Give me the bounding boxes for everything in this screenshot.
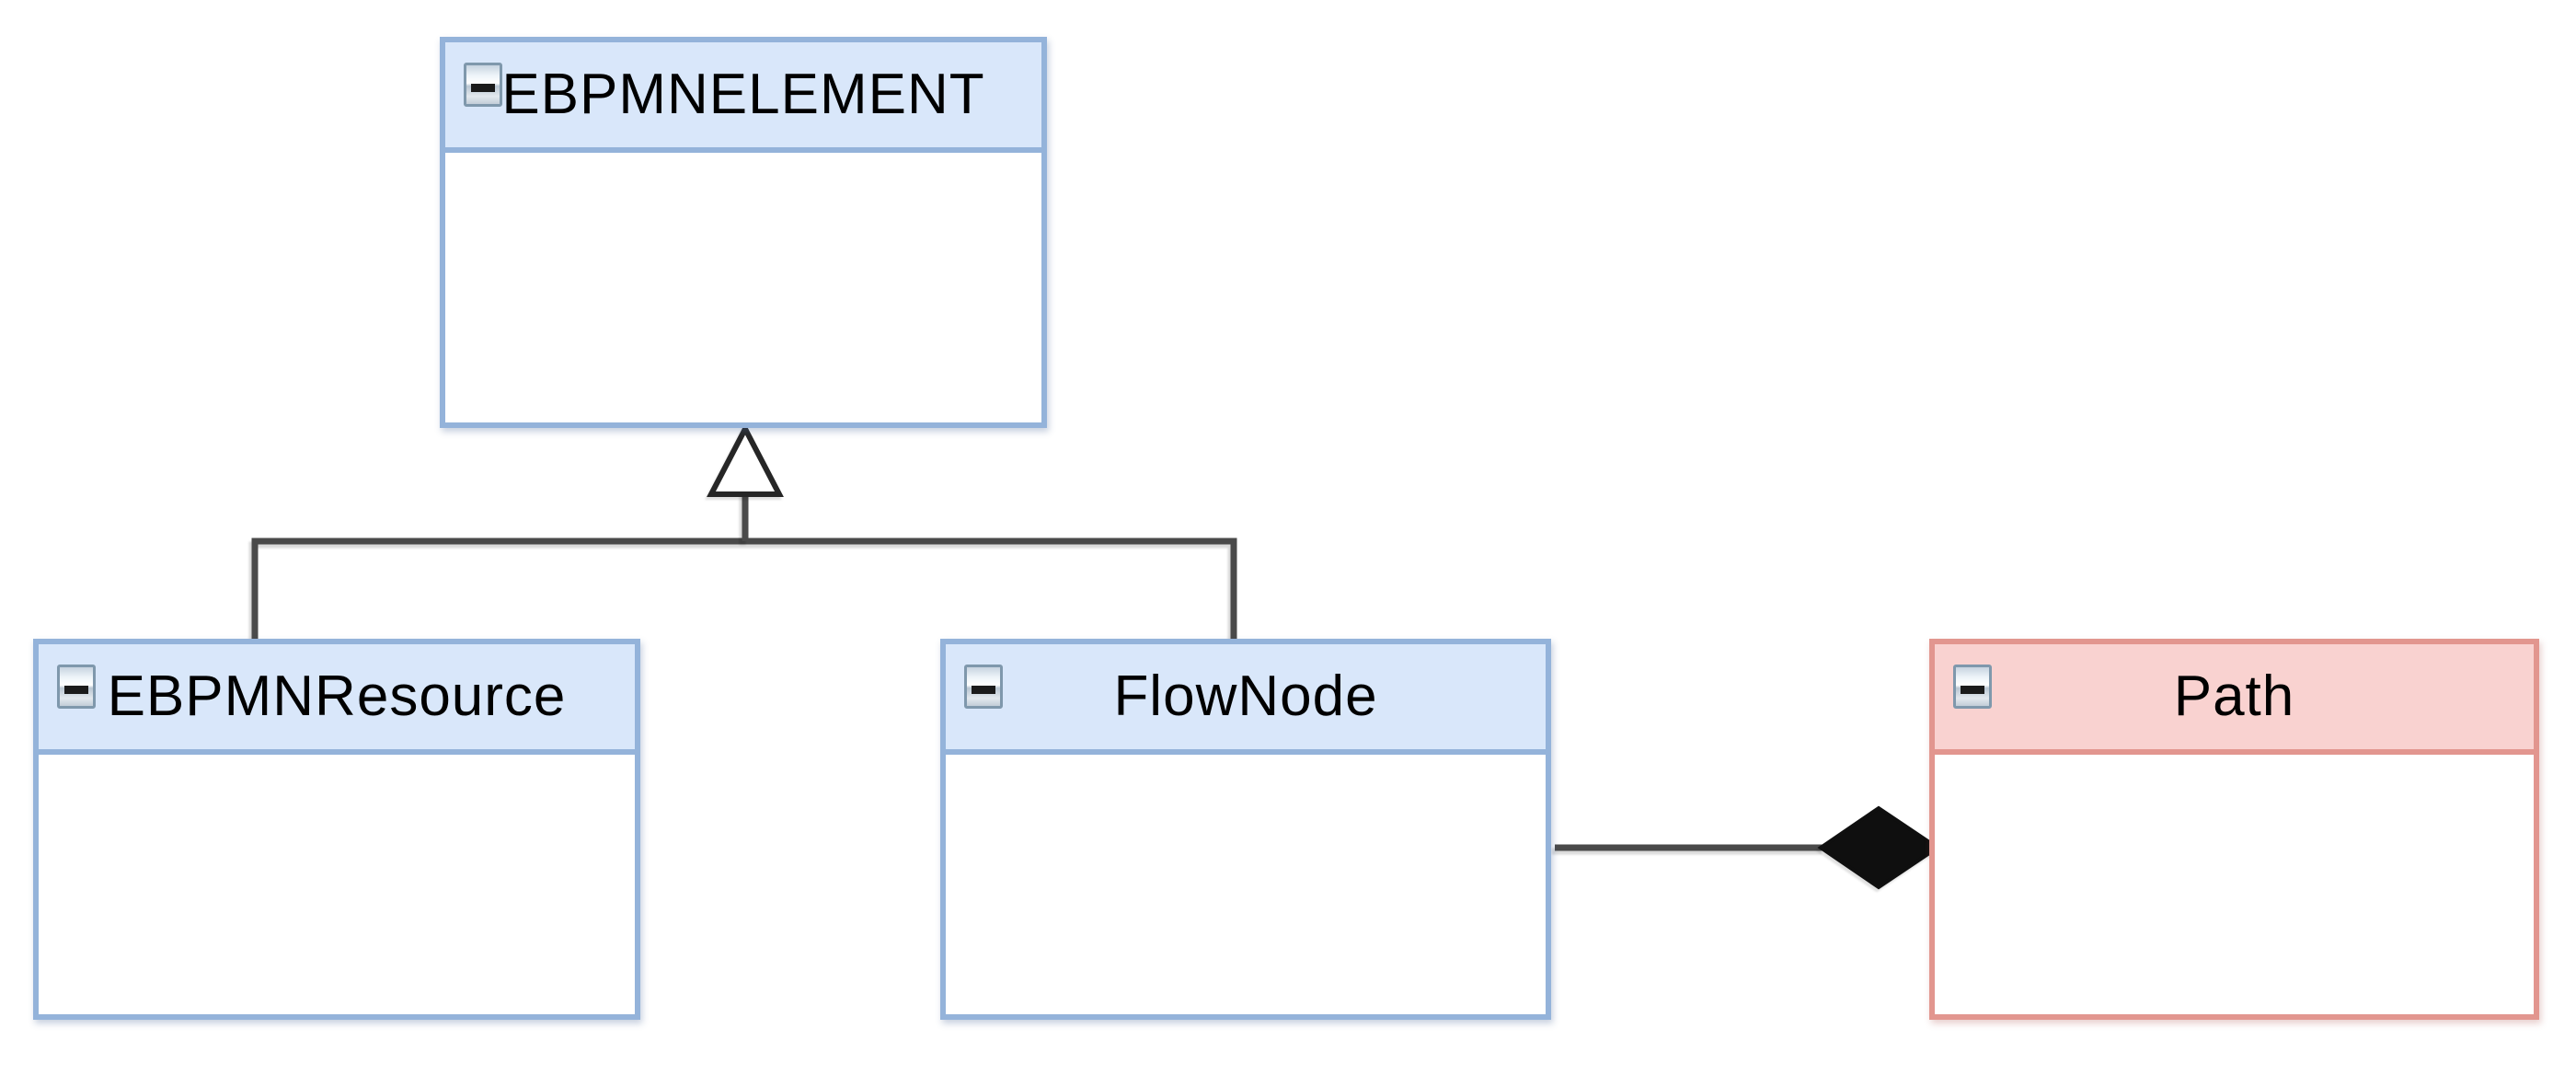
collapse-icon[interactable]	[1953, 665, 1992, 709]
minus-icon	[471, 84, 495, 93]
class-header: EBPMNELEMENT	[445, 42, 1041, 153]
class-body	[445, 153, 1041, 422]
class-title: EBPMNResource	[107, 665, 567, 728]
class-box-ebpmnelement[interactable]: EBPMNELEMENT	[440, 37, 1047, 428]
class-header: EBPMNResource	[39, 644, 635, 755]
collapse-icon[interactable]	[464, 63, 502, 107]
class-title: EBPMNELEMENT	[501, 63, 985, 126]
class-header: Path	[1935, 644, 2534, 755]
class-body	[39, 755, 635, 1014]
minus-icon	[972, 686, 995, 695]
minus-icon	[64, 686, 88, 695]
class-title: FlowNode	[1113, 665, 1378, 728]
generalization-edge-bus[interactable]	[251, 538, 1237, 642]
class-box-ebpmnresource[interactable]: EBPMNResource	[33, 639, 640, 1020]
generalization-arrowhead-icon	[707, 422, 784, 497]
composition-diamond-icon	[1817, 805, 1941, 890]
class-box-flownode[interactable]: FlowNode	[940, 639, 1551, 1020]
class-title: Path	[2173, 665, 2295, 728]
class-header: FlowNode	[946, 644, 1546, 755]
collapse-icon[interactable]	[57, 665, 96, 709]
minus-icon	[1961, 686, 1984, 695]
class-body	[946, 755, 1546, 1014]
class-body	[1935, 755, 2534, 1014]
class-box-path[interactable]: Path	[1929, 639, 2539, 1020]
collapse-icon[interactable]	[964, 665, 1003, 709]
